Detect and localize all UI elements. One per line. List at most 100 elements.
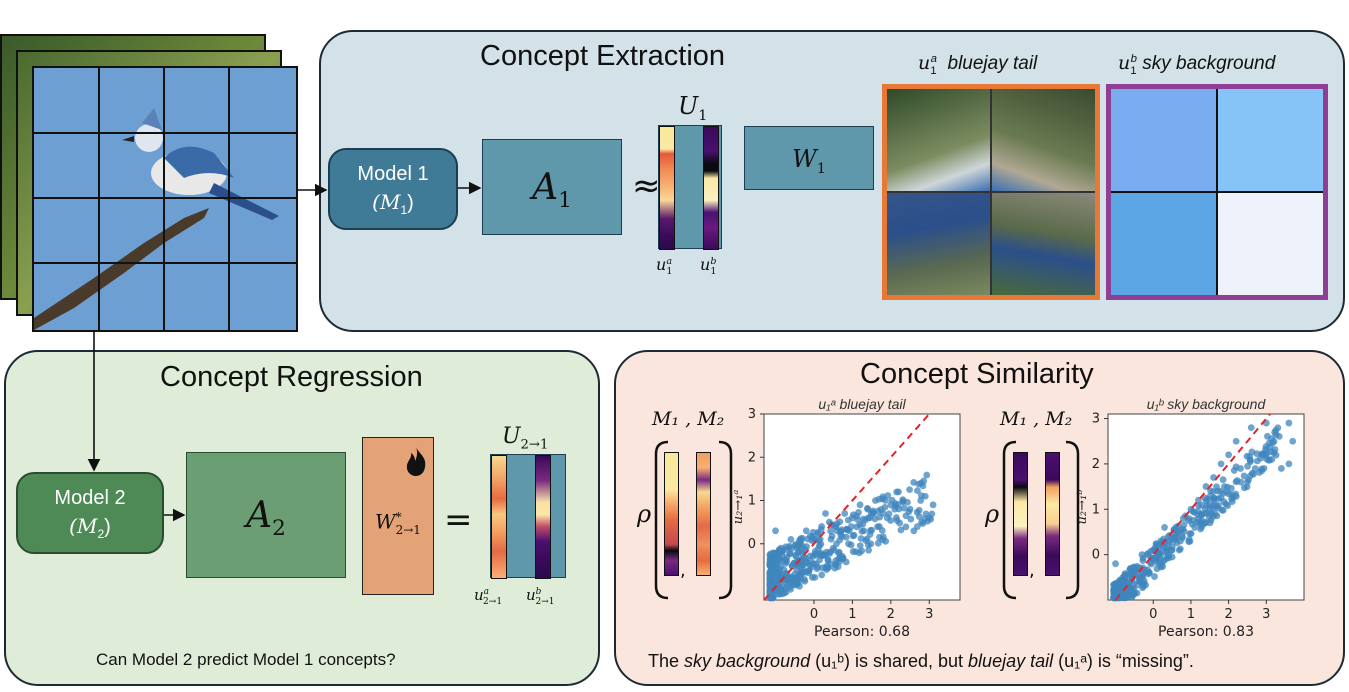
scatter-point (900, 504, 908, 512)
rho-right-comma: , (1029, 560, 1035, 581)
scatter-point (860, 527, 868, 535)
scatter-point (867, 540, 875, 548)
scatter-point (1240, 472, 1248, 480)
scatter-point (906, 486, 913, 494)
scatter-point (1219, 476, 1227, 484)
rho-left-col2 (696, 452, 711, 576)
scatter-point (918, 492, 925, 500)
scatter-point (786, 550, 794, 558)
scatter-point (800, 576, 808, 583)
y-tick-label: 0 (1092, 548, 1100, 563)
scatter-point (816, 542, 823, 550)
concept-similarity-title: Concept Similarity (860, 358, 1094, 390)
scatter-point (1224, 502, 1232, 510)
scatter-point (920, 477, 928, 485)
scatter-point (1179, 534, 1186, 542)
scatter-point (1213, 512, 1221, 520)
scatter-point (856, 542, 864, 550)
model2-symbol: (M2) (69, 514, 111, 541)
scatter-point (891, 505, 899, 513)
scatter-point (883, 514, 891, 522)
scatter-point (895, 488, 902, 496)
scatter-point (1172, 532, 1180, 539)
scatter-point (897, 526, 905, 534)
scatter-point (1258, 467, 1266, 475)
grid-line-v2 (163, 68, 165, 330)
scatter-point (1225, 490, 1233, 498)
scatter-point (1129, 592, 1137, 600)
crop-b-tr (1218, 89, 1323, 191)
concept-extraction-title: Concept Extraction (480, 40, 726, 72)
scatter-point (1111, 588, 1119, 596)
scatter-point (864, 505, 872, 513)
U21-label: U2→1 (502, 424, 549, 453)
scatter-point (836, 536, 844, 544)
scatter-point (914, 487, 921, 495)
scatter-point (859, 520, 867, 528)
u21a-label: ua2→1 (474, 586, 503, 607)
scatter-point (893, 517, 901, 524)
scatter-point (867, 527, 874, 534)
scatter-point (814, 529, 822, 536)
scatter-point (887, 501, 895, 509)
scatter-point (1176, 545, 1184, 553)
scatter-point (1237, 465, 1244, 472)
regression-caption: Can Model 2 predict Model 1 concepts? (96, 650, 396, 669)
scatter-point (1247, 424, 1255, 432)
grid-line-v1 (98, 68, 100, 330)
scatter-point (1219, 506, 1227, 514)
scatter-point (805, 569, 812, 577)
scatter-point (859, 515, 867, 523)
scatter-point (768, 561, 776, 568)
scatter-point (875, 523, 883, 530)
u1b-label: u1b (700, 255, 717, 278)
x-axis-label: Pearson: 0.68 (814, 624, 910, 640)
scatter-point (1201, 509, 1209, 517)
scatter-point (833, 527, 841, 535)
scatter-point (1225, 451, 1233, 459)
scatter-point (1135, 577, 1143, 585)
diagonal-line (763, 413, 931, 601)
scatter-point (1232, 478, 1240, 486)
scatter-point (1180, 521, 1188, 529)
bluejay-image (32, 66, 298, 332)
scatter-point (858, 547, 866, 555)
x-tick-label: 2 (887, 607, 895, 622)
x-tick-label: 1 (1187, 607, 1195, 622)
y-tick-label: 1 (1092, 502, 1100, 517)
scatter-point (818, 571, 826, 579)
image-stack (0, 0, 300, 332)
scatter-point (1138, 551, 1146, 559)
rho-right: ρ (985, 500, 1000, 528)
equals-sign: = (444, 500, 473, 540)
scatter-point (1213, 483, 1220, 491)
scatter-point (1189, 516, 1197, 524)
scatter-point (879, 510, 887, 517)
scatter-point (828, 532, 836, 540)
scatter-point (918, 518, 925, 526)
scatter-point (925, 514, 933, 522)
A2-matrix: A2 (186, 452, 346, 578)
scatter-point (913, 508, 921, 516)
scatter-point (842, 533, 850, 541)
y-tick-label: 2 (748, 450, 756, 465)
scatter-point (1268, 435, 1276, 443)
scatter-point (1230, 467, 1238, 474)
scatter-point (1217, 494, 1225, 502)
model1-symbol: (M1) (372, 190, 414, 217)
y-tick-label: 2 (1092, 457, 1100, 472)
scatter-point (1289, 437, 1297, 445)
scatter-point (841, 510, 849, 517)
u21b-label: ub2→1 (526, 586, 555, 607)
scatter-point (863, 535, 871, 543)
scatter-point (1185, 538, 1193, 546)
scatter-point (857, 535, 865, 542)
scatter-point (872, 497, 879, 504)
scatter-point (818, 523, 826, 530)
bracket-left-2 (718, 440, 733, 600)
scatter-point (1168, 546, 1176, 554)
scatter-point (772, 570, 780, 578)
scatter-point (1267, 448, 1275, 456)
scatter-point (1198, 523, 1206, 531)
scatter-point (849, 548, 857, 555)
